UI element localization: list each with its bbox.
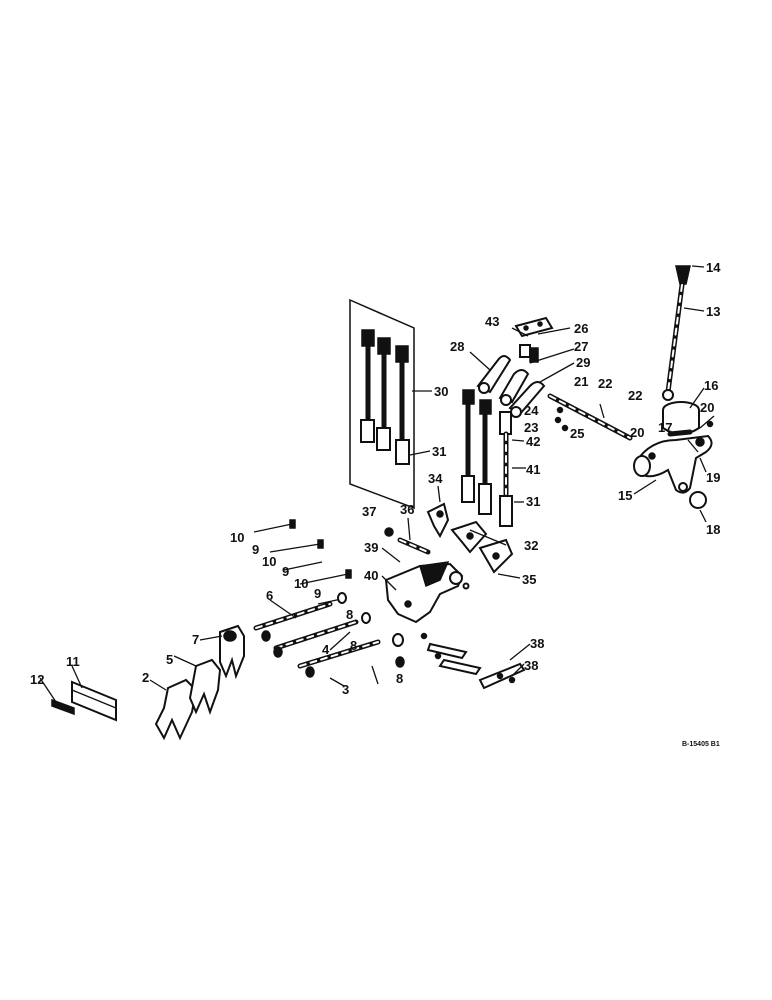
callout-33: 34 [428,471,443,486]
bolts-9-10 [253,519,352,605]
rod-inset-panel [349,298,415,510]
callout-22b: 22 [628,388,642,403]
main-rod-3 [499,411,513,527]
lever-34 [478,538,514,574]
leader-lines [39,265,707,703]
callout-10c: 10 [294,576,308,591]
callout-16: 16 [704,378,718,393]
lever-boot [662,401,700,435]
callout-37: 38 [530,636,544,651]
callout-11: 11 [66,654,80,669]
detent-balls [261,592,405,678]
callout-21: 21 [574,374,588,389]
callout-8c: 8 [396,671,403,686]
plate-12 [51,698,75,716]
callout-9a: 9 [252,542,259,557]
main-rod-2 [478,399,492,515]
callout-4: 4 [322,642,330,657]
callout-18: 18 [706,522,720,537]
callout-labels: 14 13 16 20 17 20 19 15 18 22 22 21 24 2… [30,260,721,748]
callout-3: 3 [342,682,349,697]
callout-31a: 31 [432,444,446,459]
callout-27: 27 [574,339,588,354]
reference-code: B-15405 B1 [682,741,720,748]
callout-36: 37 [362,504,376,519]
callout-38: 38 [524,658,538,673]
inset-rod-1 [360,329,375,443]
pins-17-20 [648,415,715,460]
callout-20b: 20 [630,425,644,440]
callout-6: 6 [266,588,273,603]
block-43 [519,344,539,363]
lever-33 [426,502,450,539]
callout-32: 32 [524,538,538,553]
callout-26: 26 [574,321,588,336]
callout-29: 29 [576,355,590,370]
inset-rod-3 [395,345,410,465]
callout-22a: 22 [598,376,612,391]
lever-32 [450,520,488,554]
nut-36 [384,527,394,537]
callout-24: 24 [524,403,539,418]
callout-9c: 9 [314,586,321,601]
ball-18 [689,491,707,509]
callout-15: 15 [618,488,632,503]
callout-39: 39 [364,540,378,555]
shift-lever [662,265,691,401]
callout-10a: 10 [230,530,244,545]
callout-20a: 20 [700,400,714,415]
callout-7: 7 [192,632,199,647]
shift-rail-bottom [297,639,381,685]
plate-11 [71,680,117,722]
callout-28: 28 [450,339,464,354]
inset-rod-2 [376,337,391,451]
cross-shaft [547,393,633,441]
callout-5: 5 [166,652,173,667]
callout-12: 12 [30,672,44,687]
shift-fork-5 [188,658,222,716]
callout-43: 43 [485,314,499,329]
shift-rail-middle [273,619,359,651]
shift-fork-2 [154,678,198,741]
arm-27 [498,369,530,406]
callout-41: 41 [526,462,540,477]
housing-39-40 [384,561,470,624]
callout-31b: 31 [526,494,540,509]
callout-30: 30 [434,384,448,399]
callout-35: 36 [400,502,414,517]
main-rod-1 [461,389,475,503]
lever-housing [633,434,713,494]
callout-40: 40 [364,568,378,583]
callout-8b: 8 [350,638,357,653]
clips-37-38 [420,632,526,690]
callout-10b: 10 [262,554,276,569]
callout-9b: 9 [282,564,289,579]
callout-42: 42 [526,434,540,449]
arm-28 [476,355,512,394]
callout-2: 2 [142,670,149,685]
callout-19: 19 [706,470,720,485]
callout-25: 25 [570,426,584,441]
callout-14: 14 [706,260,721,275]
callout-34: 35 [522,572,536,587]
callout-23: 23 [524,420,538,435]
callout-13: 13 [706,304,720,319]
callout-8a: 8 [346,607,353,622]
callout-17: 17 [658,420,672,435]
shift-fork-7 [219,624,245,680]
pin-35 [397,537,431,555]
